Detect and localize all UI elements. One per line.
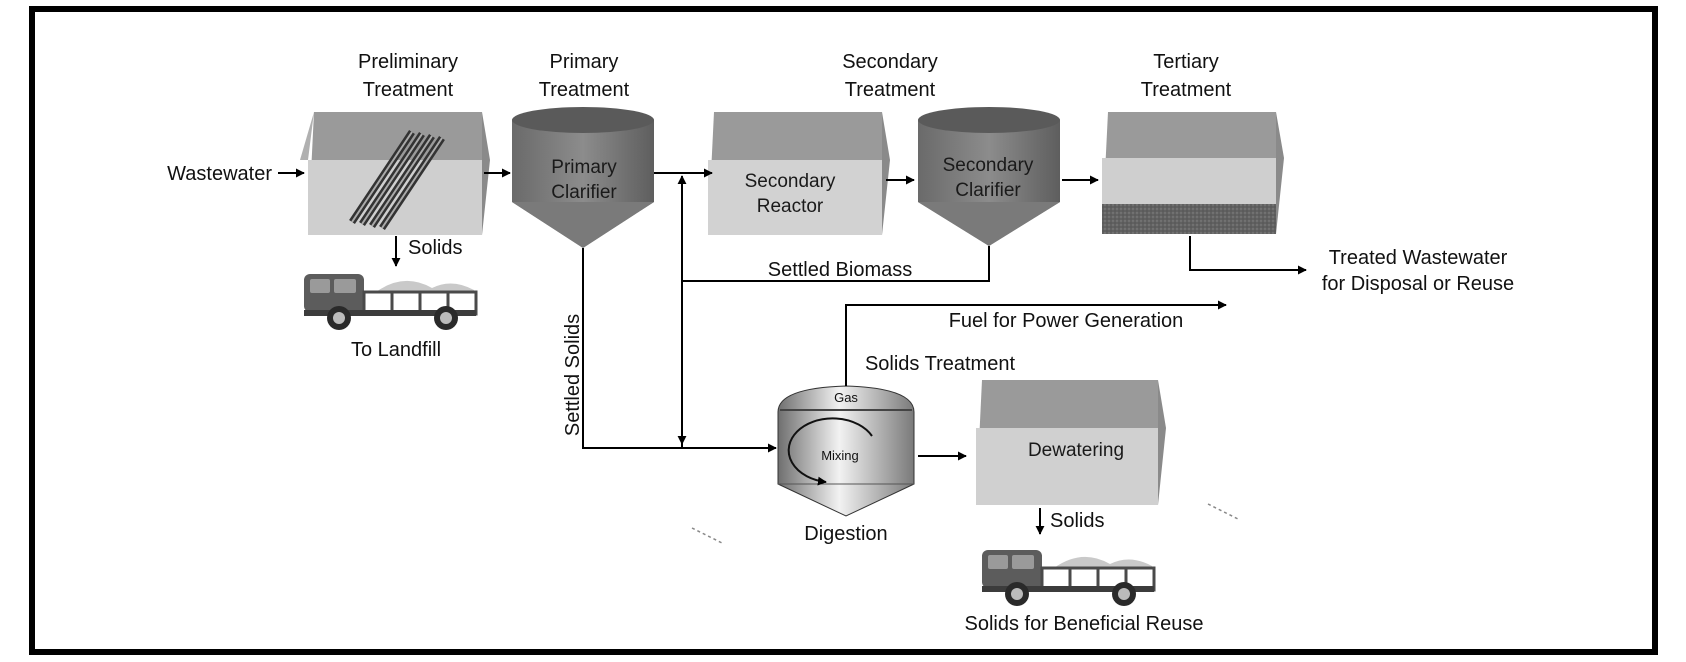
beneficial-reuse-label: Solids for Beneficial Reuse bbox=[964, 613, 1203, 635]
secondary-clarifier-label-line1: Secondary bbox=[943, 155, 1034, 176]
stage-preliminary-label-line1: Preliminary bbox=[358, 51, 458, 73]
treated-wastewater-label-line1: Treated Wastewater bbox=[1329, 247, 1508, 269]
digester-mixing-label: Mixing bbox=[821, 448, 859, 463]
dewatering-box bbox=[976, 380, 1166, 505]
solids-top-label: Solids bbox=[408, 237, 462, 259]
primary-clarifier bbox=[512, 107, 654, 248]
to-landfill-label: To Landfill bbox=[351, 339, 441, 361]
secondary-reactor-label-line1: Secondary bbox=[745, 171, 836, 192]
secondary-reactor-label-line2: Reactor bbox=[757, 196, 824, 217]
dewatering-label: Dewatering bbox=[1028, 440, 1124, 461]
stage-primary-label-line1: Primary bbox=[550, 51, 619, 73]
stage-preliminary-label-line2: Treatment bbox=[363, 79, 454, 101]
stage-secondary-label-line2: Treatment bbox=[845, 79, 936, 101]
flow-lines bbox=[278, 168, 1307, 535]
secondary-clarifier-label-line2: Clarifier bbox=[955, 180, 1021, 201]
secondary-reactor-box bbox=[708, 112, 890, 235]
wastewater-label: Wastewater bbox=[167, 163, 272, 185]
treated-wastewater-label: Treated Wastewater for Disposal or Reuse bbox=[1322, 247, 1514, 295]
stage-primary-label-line2: Treatment bbox=[539, 79, 630, 101]
stage-tertiary-label-line2: Treatment bbox=[1141, 79, 1232, 101]
solids-treatment-label: Solids Treatment bbox=[865, 353, 1016, 375]
diagram-frame bbox=[29, 6, 1658, 655]
fuel-label: Fuel for Power Generation bbox=[949, 310, 1184, 332]
stage-secondary-label-line1: Secondary bbox=[842, 51, 938, 73]
settled-solids-label: Settled Solids bbox=[562, 314, 584, 436]
bar-screen bbox=[349, 130, 445, 230]
primary-clarifier-label-line1: Primary bbox=[551, 157, 617, 178]
digester-tank bbox=[777, 385, 915, 517]
digestion-label: Digestion bbox=[804, 523, 887, 545]
secondary-clarifier bbox=[918, 107, 1060, 246]
solids-bottom-label: Solids bbox=[1050, 510, 1104, 532]
primary-clarifier-label-line2: Clarifier bbox=[551, 182, 617, 203]
settled-biomass-label: Settled Biomass bbox=[768, 259, 913, 281]
treated-wastewater-label-line2: for Disposal or Reuse bbox=[1322, 273, 1514, 295]
stage-tertiary-label-line1: Tertiary bbox=[1153, 51, 1219, 73]
preliminary-treatment-box bbox=[300, 112, 490, 235]
digester-gas-label: Gas bbox=[834, 390, 858, 405]
tertiary-filter-box bbox=[1102, 112, 1284, 234]
